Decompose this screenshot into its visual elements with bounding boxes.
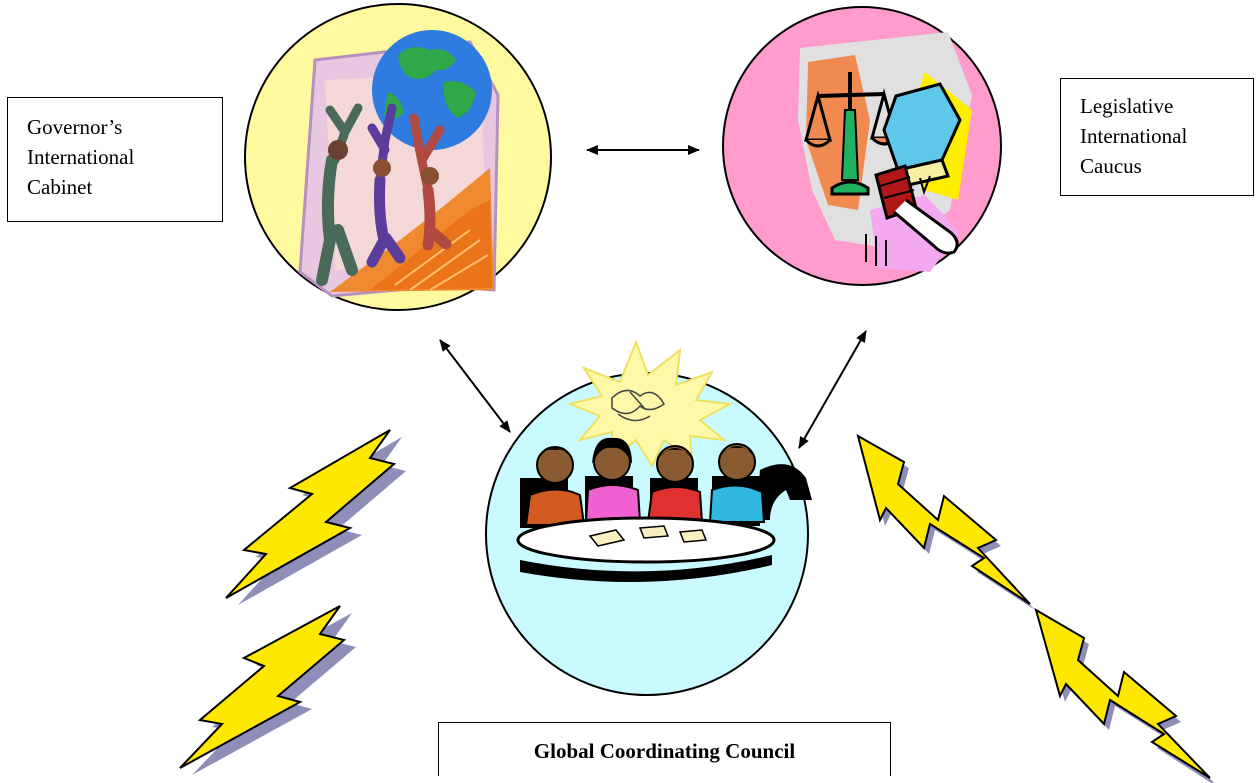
lightning-bolt-icon [856, 433, 1035, 610]
globe-climbers-icon [298, 30, 500, 298]
arrow-legislative-council [798, 330, 867, 449]
legislative-label-line: Legislative [1080, 94, 1174, 118]
legislative-circle-node [722, 6, 1002, 286]
lightning-bolt-icon [1034, 607, 1215, 783]
governor-label-line: Governor’s [27, 115, 123, 139]
council-circle-node [485, 339, 812, 696]
governor-circle-node [244, 3, 552, 311]
council-label-text: Global Coordinating Council [533, 739, 796, 763]
governor-label-line: International [27, 145, 135, 169]
governor-label-line: Cabinet [27, 175, 93, 199]
meeting-table-people-icon [516, 437, 812, 582]
legislative-label-line: Caucus [1080, 154, 1142, 178]
lightning-bolt-icon [179, 605, 356, 775]
lightning-bolt-icon [225, 429, 406, 605]
arrow-governor-council [439, 339, 511, 433]
legislative-label-line: International [1080, 124, 1188, 148]
governor-label-box: Governor’s International Cabinet [7, 97, 223, 222]
justice-scales-book-gavel-icon [798, 32, 972, 272]
council-label-box: Global Coordinating Council [438, 722, 891, 776]
legislative-label-box: Legislative International Caucus [1060, 78, 1254, 196]
idea-burst-icon [566, 339, 734, 469]
